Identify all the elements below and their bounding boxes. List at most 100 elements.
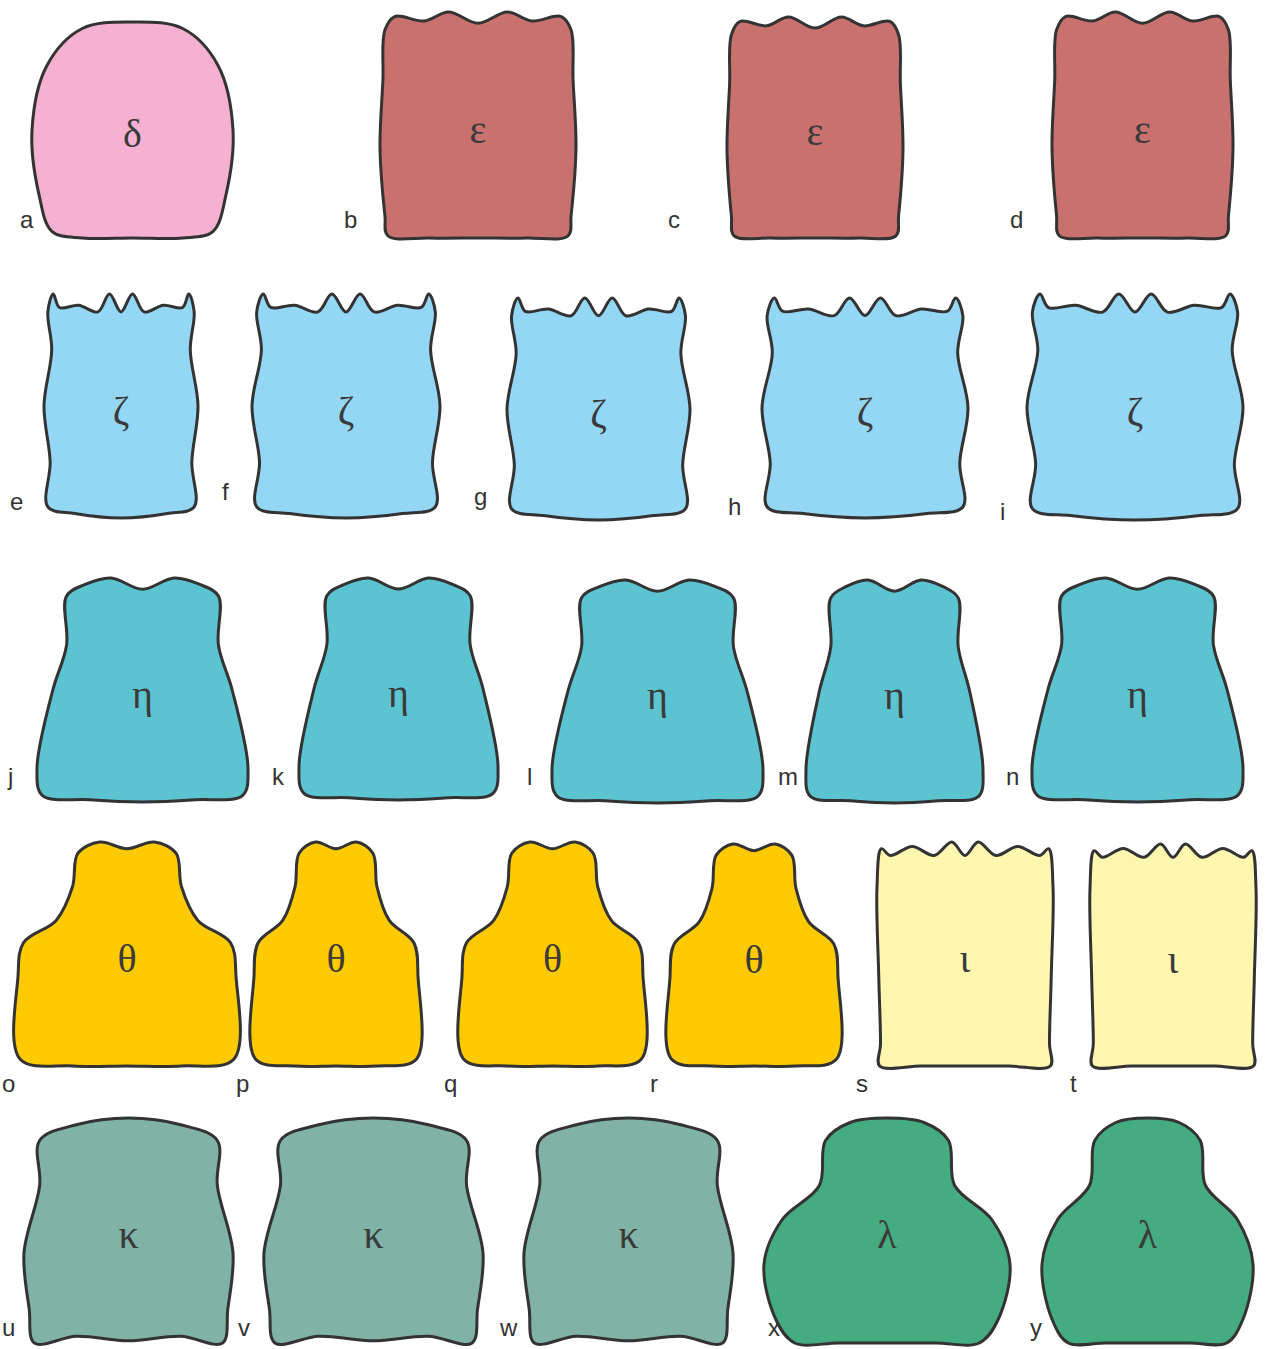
panel-letter: d [1010, 208, 1023, 232]
shape-letter: θ [117, 939, 136, 979]
cell-shape: κ [262, 1116, 485, 1345]
shape-letter: η [1127, 675, 1148, 715]
shape-path [1090, 844, 1257, 1068]
shape-path [250, 842, 422, 1067]
shape-letter: η [132, 675, 153, 715]
panel-letter: i [1000, 500, 1005, 524]
shape-path [507, 298, 690, 520]
cell-shape: θ [252, 840, 420, 1068]
cell-shape: ε [378, 10, 578, 240]
cell-shape: θ [16, 840, 238, 1068]
panel-letter: g [474, 485, 487, 509]
shape-letter: λ [877, 1215, 896, 1255]
cell-shape: ζ [1025, 292, 1245, 522]
shape-letter: ζ [590, 394, 607, 434]
cell-shape: η [297, 576, 500, 802]
panel-letter: c [668, 208, 680, 232]
panel-letter: a [20, 208, 33, 232]
shape-path [764, 1118, 1010, 1345]
shape-letter: ζ [113, 391, 130, 431]
panel-letter: n [1006, 765, 1019, 789]
shape-path [762, 298, 968, 518]
shape-path [14, 842, 241, 1067]
shape-path [32, 22, 233, 239]
cell-shape: ι [1088, 842, 1258, 1068]
shape-path [806, 580, 983, 803]
panel-letter: e [10, 490, 23, 514]
shape-letter: ζ [1127, 392, 1144, 432]
shape-letter: κ [118, 1215, 138, 1255]
shape-letter: λ [1138, 1215, 1157, 1255]
panel-letter: x [768, 1316, 780, 1340]
shape-path [727, 17, 903, 239]
panel-letter: l [527, 765, 532, 789]
panel-letter: w [500, 1316, 517, 1340]
panel-letter: h [728, 495, 741, 519]
cell-shape: λ [1040, 1116, 1255, 1345]
cell-shape: η [35, 576, 250, 804]
shape-path [1032, 578, 1243, 802]
shape-letter: ζ [857, 392, 874, 432]
cell-shape: η [804, 578, 985, 805]
shape-letter: η [388, 674, 409, 714]
shape-path [37, 578, 248, 802]
shape-path [666, 844, 842, 1067]
panel-letter: f [222, 480, 229, 504]
panel-letter: b [344, 208, 357, 232]
panel-letter: s [856, 1072, 868, 1096]
shape-path [24, 1118, 233, 1344]
cell-shape: ζ [505, 296, 692, 522]
cell-shape: η [550, 578, 765, 805]
panel-letter: v [238, 1316, 250, 1340]
shape-path [1027, 294, 1243, 520]
panel-letter: r [650, 1072, 658, 1096]
panel-letter: m [778, 765, 798, 789]
cell-shape: θ [460, 840, 645, 1068]
shape-letter: ι [960, 939, 971, 979]
shape-path [877, 842, 1054, 1069]
cell-shape: ε [725, 15, 905, 240]
cell-shape: ι [875, 840, 1055, 1068]
panel-letter: o [2, 1072, 15, 1096]
shape-letter: ι [1168, 940, 1179, 980]
panel-letter: t [1070, 1072, 1077, 1096]
shape-path [299, 578, 498, 800]
shape-letter: θ [744, 940, 763, 980]
cell-shape: ζ [250, 292, 442, 520]
shape-path [1042, 1118, 1253, 1345]
cell-shape: κ [522, 1116, 735, 1345]
shape-letter: θ [326, 939, 345, 979]
shape-path [380, 12, 576, 239]
shape-letter: ε [807, 112, 824, 152]
cell-shape: λ [762, 1116, 1012, 1345]
shape-path [458, 842, 648, 1067]
cell-shape: ζ [760, 296, 970, 520]
panel-letter: u [2, 1316, 15, 1340]
shape-letter: η [647, 676, 668, 716]
shape-letter: κ [363, 1215, 383, 1255]
shape-letter: κ [618, 1215, 638, 1255]
shape-letter: ε [470, 110, 487, 150]
cell-shape: ε [1050, 10, 1235, 240]
panel-letter: p [236, 1072, 249, 1096]
cell-shape: η [1030, 576, 1245, 804]
panel-letter: j [8, 765, 13, 789]
cell-shape: δ [30, 20, 235, 240]
shape-path [44, 294, 198, 518]
panel-letter: y [1030, 1316, 1042, 1340]
shape-path [1052, 12, 1233, 239]
panel-letter: k [272, 765, 284, 789]
shape-path [264, 1118, 483, 1345]
shape-letter: η [884, 676, 905, 716]
shape-letter: ζ [338, 391, 355, 431]
shape-path [524, 1118, 733, 1344]
cell-shape: θ [668, 842, 840, 1068]
panel-letter: q [444, 1072, 457, 1096]
shape-letter: ε [1134, 110, 1151, 150]
cell-shape: κ [22, 1116, 235, 1345]
shape-path [552, 580, 763, 803]
cell-shape: ζ [42, 292, 200, 520]
shape-letter: δ [123, 114, 142, 154]
shape-letter: θ [543, 939, 562, 979]
shape-path [252, 294, 440, 518]
